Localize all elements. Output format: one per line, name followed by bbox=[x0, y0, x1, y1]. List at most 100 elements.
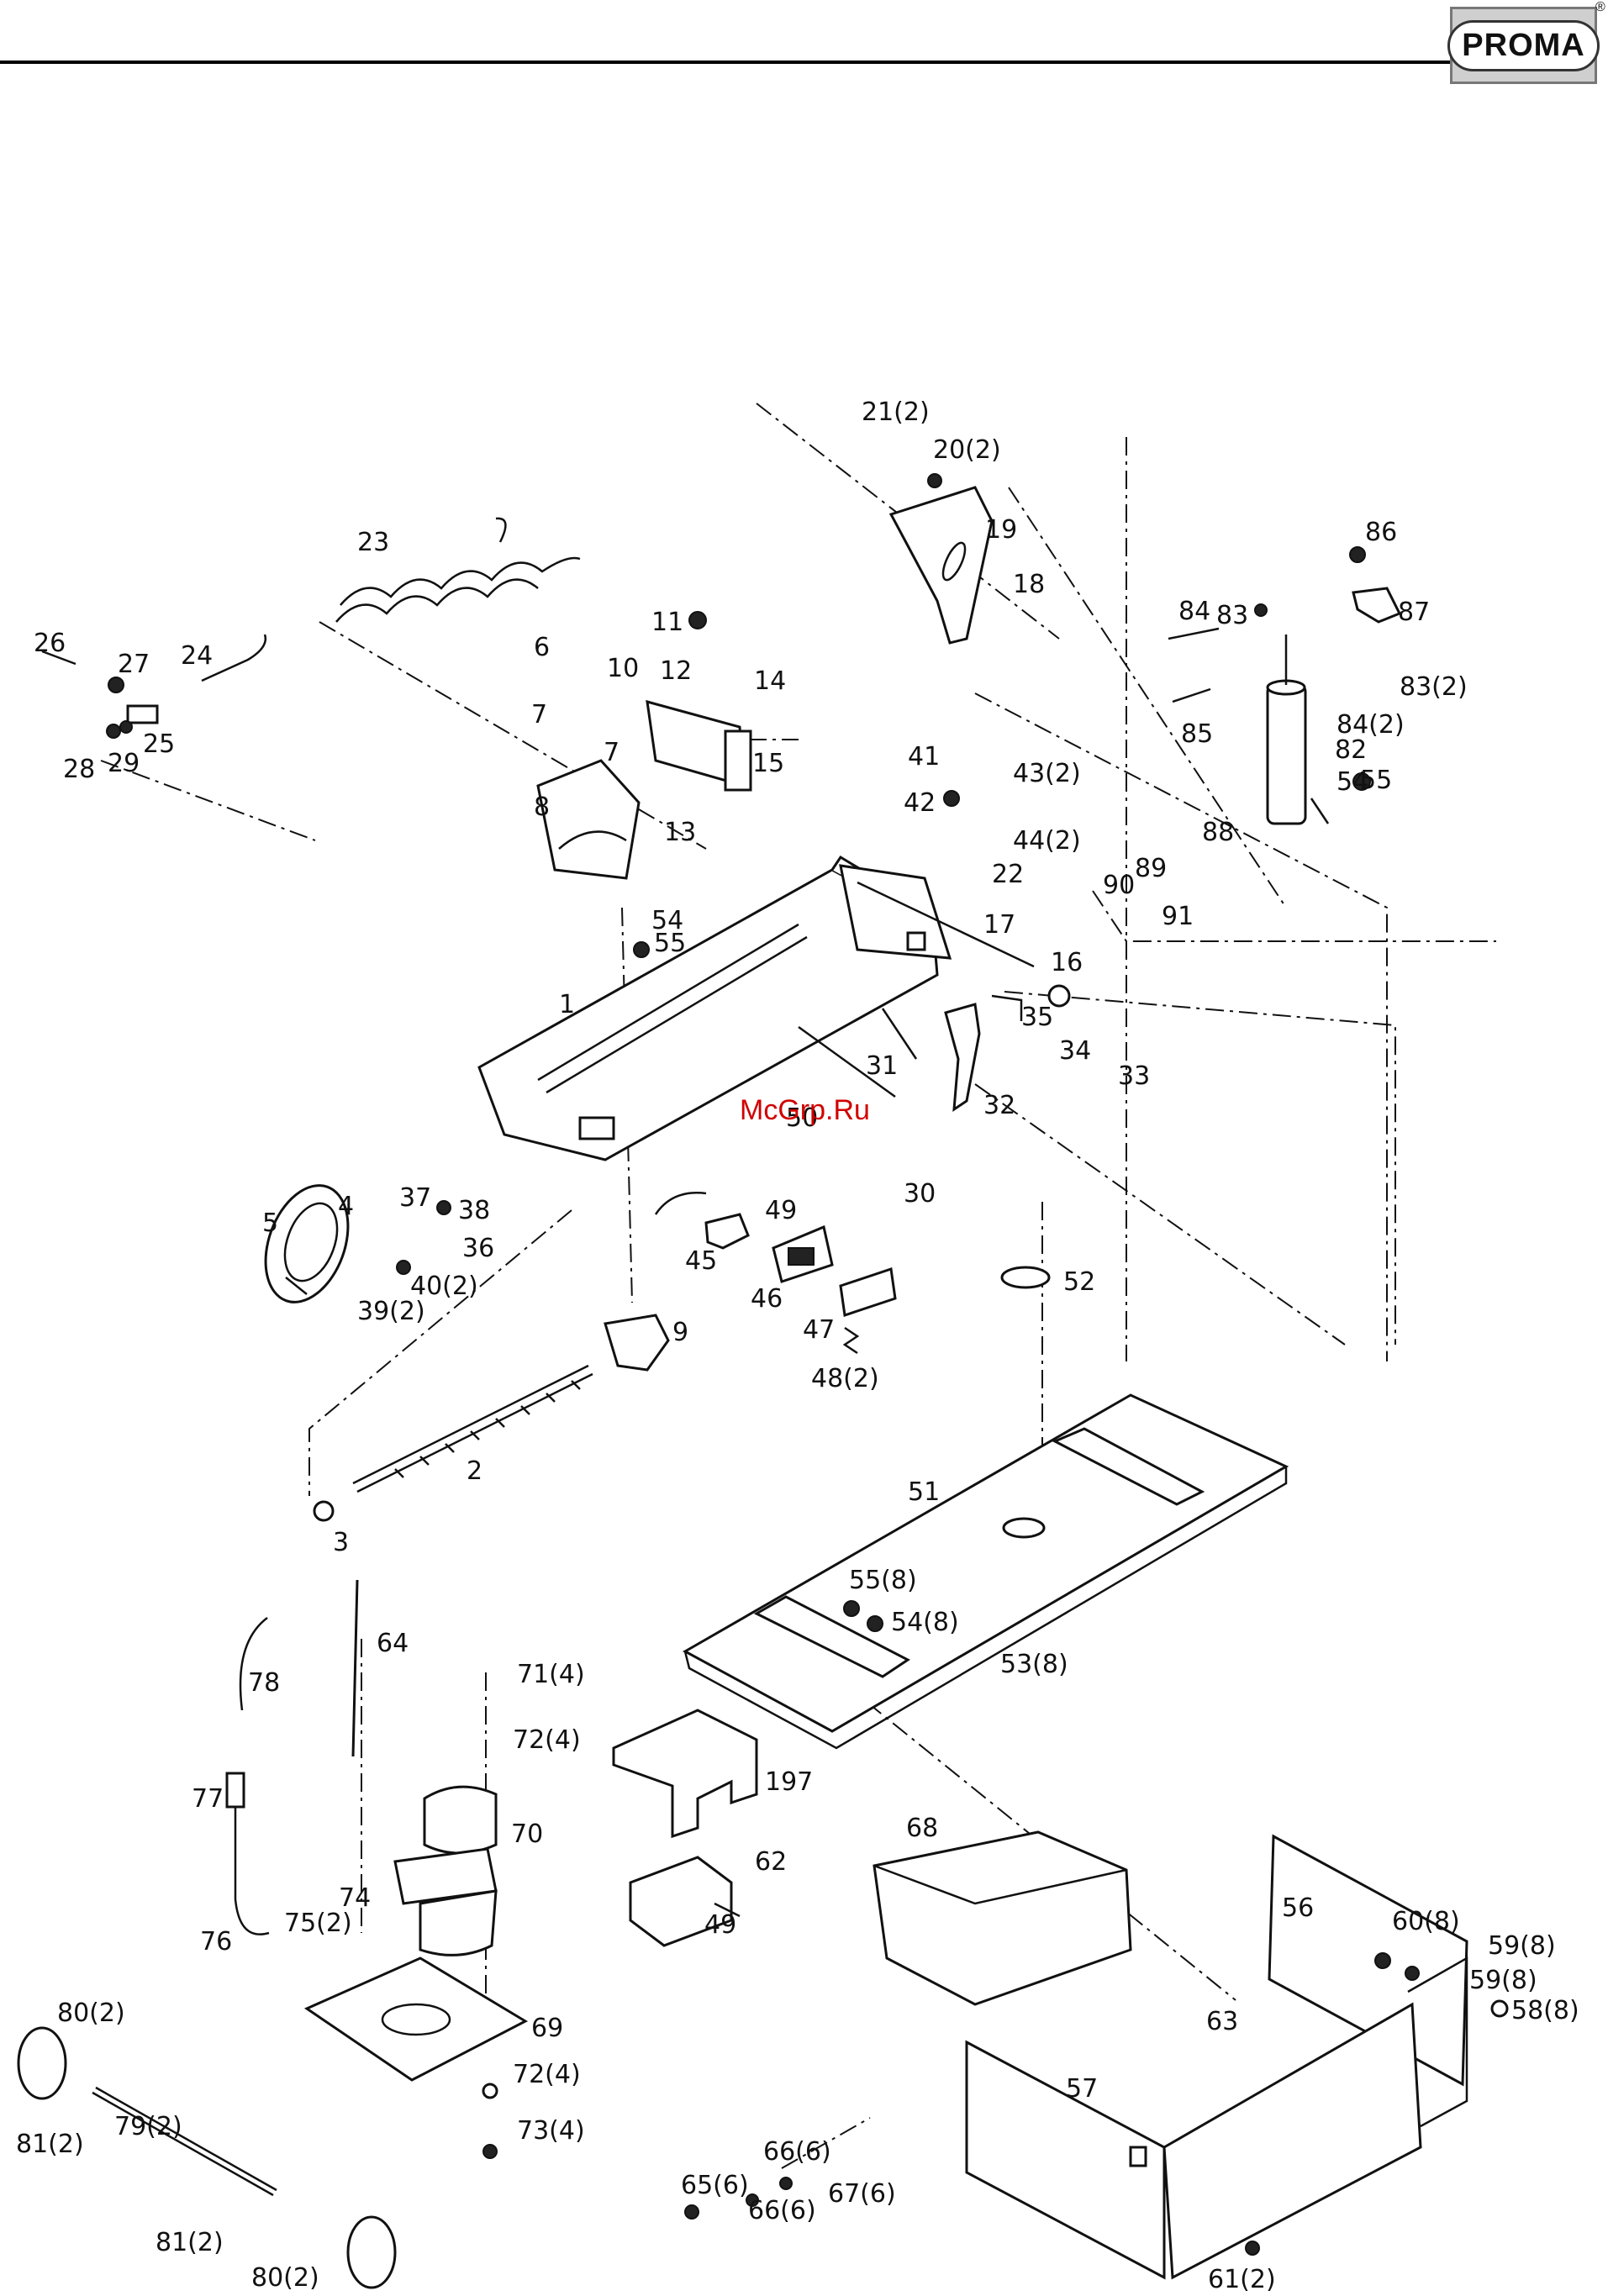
column-assembly bbox=[1168, 587, 1402, 825]
part-number-label: 35 bbox=[1021, 1003, 1053, 1032]
part-number-label: 19 bbox=[985, 515, 1017, 545]
handwheel bbox=[264, 1184, 350, 1303]
part-number-label: 51 bbox=[908, 1477, 940, 1507]
part-number-label: 90 bbox=[1103, 871, 1135, 900]
part-number-label: 32 bbox=[983, 1091, 1015, 1120]
part-number-label: 69 bbox=[531, 2014, 563, 2043]
part-number-label: 74 bbox=[339, 1883, 371, 1913]
part-number-label: 7 bbox=[604, 738, 619, 767]
registered-mark-icon: ® bbox=[1595, 0, 1605, 14]
part-number-label: 27 bbox=[118, 650, 150, 679]
part-number-label: 70 bbox=[511, 1819, 543, 1849]
part-number-label: 63 bbox=[1206, 2007, 1238, 2036]
part-number-label: 88 bbox=[1202, 818, 1234, 847]
part-number-label: 57 bbox=[1066, 2074, 1098, 2104]
part-number-label: 89 bbox=[1135, 854, 1167, 883]
part-number-label: 84 bbox=[1178, 597, 1210, 626]
part-number-label: 1 bbox=[559, 990, 575, 1019]
part-number-label: 56 bbox=[1282, 1893, 1314, 1923]
part-number-label: 59(8) bbox=[1469, 1966, 1537, 1995]
part-labels: 12345677891011121314151617181920(2)21(2)… bbox=[16, 398, 1579, 2294]
switch-box bbox=[629, 1856, 741, 1947]
part-number-label: 86 bbox=[1365, 518, 1397, 547]
part-number-label: 39(2) bbox=[357, 1297, 425, 1326]
part-number-label: 43(2) bbox=[1013, 759, 1081, 788]
grommet bbox=[1000, 1266, 1051, 1289]
arm bbox=[888, 486, 994, 645]
coolant-pump bbox=[303, 1579, 529, 2082]
part-number-label: 67(6) bbox=[828, 2179, 896, 2209]
part-number-label: 75(2) bbox=[284, 1909, 352, 1938]
part-number-label: 41 bbox=[908, 742, 940, 771]
part-number-label: 197 bbox=[765, 1767, 813, 1797]
part-number-label: 5 bbox=[262, 1209, 278, 1238]
part-number-label: 20(2) bbox=[933, 435, 1001, 465]
part-number-label: 29 bbox=[108, 749, 140, 778]
wheel-axle bbox=[17, 2026, 397, 2289]
part-number-label: 15 bbox=[752, 749, 784, 778]
brand-label: PROMA bbox=[1447, 19, 1600, 71]
part-number-label: 81(2) bbox=[156, 2228, 224, 2257]
part-number-label: 79(2) bbox=[114, 2112, 182, 2141]
part-number-label: 55(8) bbox=[849, 1566, 917, 1595]
part-number-label: 55 bbox=[654, 929, 686, 958]
part-number-label: 80(2) bbox=[251, 2263, 319, 2293]
part-number-label: 82 bbox=[1335, 735, 1367, 765]
part-number-label: 14 bbox=[754, 666, 786, 696]
half-nut bbox=[604, 1314, 670, 1372]
part-number-label: 42 bbox=[904, 788, 936, 818]
part-number-label: 64 bbox=[377, 1629, 409, 1658]
part-number-label: 68 bbox=[906, 1814, 938, 1843]
base-plate bbox=[682, 1393, 1289, 1750]
part-number-label: 3 bbox=[333, 1528, 349, 1557]
part-number-label: 37 bbox=[399, 1183, 431, 1213]
part-number-label: 31 bbox=[866, 1051, 898, 1081]
part-number-label: 83 bbox=[1216, 601, 1248, 630]
lever-bracket bbox=[798, 984, 1071, 1112]
coolant-hose bbox=[225, 1617, 270, 1935]
part-number-label: 23 bbox=[357, 528, 389, 557]
part-number-label: 16 bbox=[1051, 948, 1083, 977]
fasteners bbox=[396, 473, 1509, 2256]
part-number-label: 25 bbox=[143, 729, 175, 759]
part-number-label: 26 bbox=[34, 629, 66, 658]
part-number-label: 46 bbox=[751, 1284, 783, 1314]
part-number-label: 30 bbox=[904, 1179, 936, 1209]
part-number-label: 65(6) bbox=[681, 2171, 749, 2200]
part-number-label: 72(4) bbox=[513, 2060, 581, 2089]
part-number-label: 85 bbox=[1181, 719, 1213, 749]
header-rule bbox=[0, 61, 1450, 64]
part-number-label: 66(6) bbox=[763, 2137, 831, 2167]
part-number-label: 62 bbox=[755, 1847, 787, 1877]
part-number-label: 71(4) bbox=[517, 1660, 585, 1689]
switch-assembly bbox=[654, 1192, 897, 1355]
part-number-label: 33 bbox=[1118, 1061, 1150, 1091]
watermark-text: McGrp.Ru bbox=[740, 1094, 870, 1126]
part-number-label: 45 bbox=[685, 1246, 717, 1276]
part-number-label: 58(8) bbox=[1511, 1996, 1579, 2025]
part-number-label: 76 bbox=[200, 1927, 232, 1956]
part-number-label: 17 bbox=[983, 910, 1015, 940]
part-number-label: 10 bbox=[607, 654, 639, 683]
part-number-label: 22 bbox=[992, 860, 1024, 889]
proma-logo: PROMA bbox=[1447, 7, 1600, 84]
bracket bbox=[536, 759, 641, 880]
part-number-label: 72(4) bbox=[513, 1725, 581, 1755]
part-number-label: 7 bbox=[531, 700, 547, 729]
part-number-label: 53(8) bbox=[1000, 1650, 1068, 1679]
part-number-label: 54 bbox=[651, 906, 683, 935]
part-number-label: 81(2) bbox=[16, 2130, 84, 2159]
part-number-label: 61(2) bbox=[1208, 2265, 1276, 2294]
part-number-label: 49 bbox=[704, 1910, 736, 1940]
cover bbox=[612, 1709, 758, 1839]
part-number-label: 54 bbox=[1336, 767, 1368, 797]
part-number-label: 87 bbox=[1398, 598, 1430, 627]
part-number-label: 28 bbox=[63, 755, 95, 784]
part-number-label: 77 bbox=[192, 1784, 224, 1814]
part-number-label: 44(2) bbox=[1013, 826, 1081, 856]
part-number-label: 6 bbox=[534, 633, 550, 662]
part-number-label: 13 bbox=[664, 818, 696, 847]
chip-tray bbox=[873, 1830, 1132, 2006]
part-number-label: 24 bbox=[181, 641, 213, 671]
